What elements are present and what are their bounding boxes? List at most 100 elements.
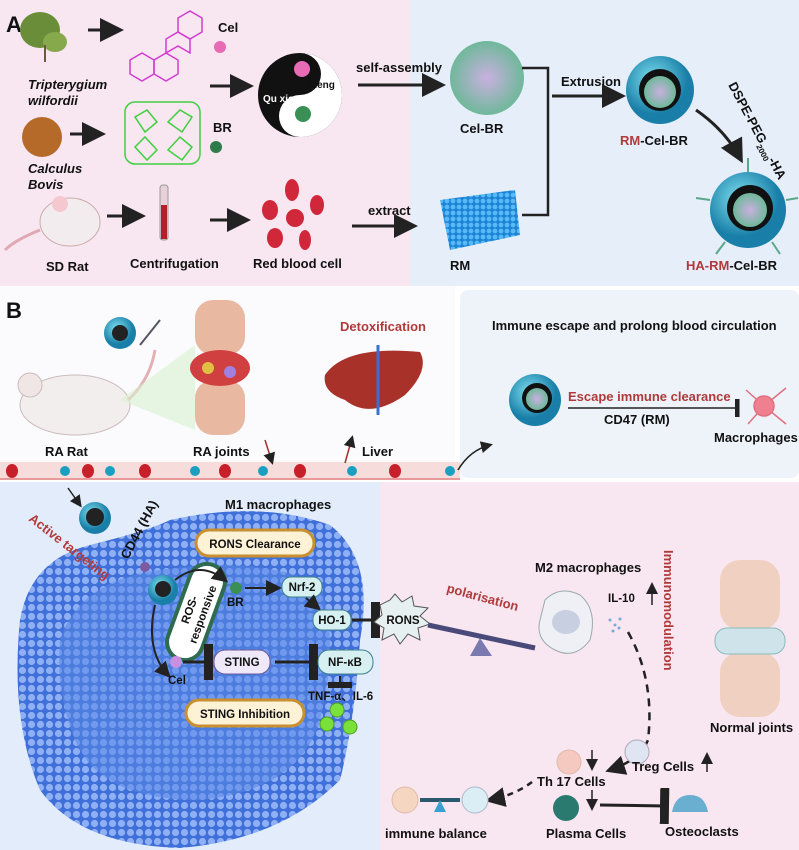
macrophage-icon bbox=[745, 387, 787, 425]
immune-escape-title: Immune escape and prolong blood circulat… bbox=[492, 318, 777, 333]
br-molecule-icon bbox=[230, 582, 242, 594]
rm-label: RM bbox=[450, 258, 470, 273]
cel-molecule-icon bbox=[170, 656, 182, 668]
extract-label: extract bbox=[368, 203, 411, 218]
rm-cel-br-label: RM-Cel-BR bbox=[620, 133, 688, 148]
il10-particles-icon bbox=[608, 617, 622, 633]
liver-label: Liver bbox=[362, 444, 393, 459]
br-sphere-icon bbox=[210, 141, 222, 153]
yin-yang-icon bbox=[258, 53, 342, 137]
normal-joint-icon bbox=[714, 560, 786, 717]
red-blood-cell-label: Red blood cell bbox=[253, 256, 342, 271]
seesaw-pivot-icon bbox=[470, 638, 492, 656]
rm-membrane-icon bbox=[440, 190, 520, 250]
nrf2-box bbox=[281, 576, 323, 598]
rat-icon bbox=[3, 196, 101, 252]
arrow bbox=[695, 108, 743, 164]
treg-cell-icon bbox=[624, 739, 650, 765]
cel-label: Cel bbox=[218, 20, 238, 35]
rons-label: RONS bbox=[386, 615, 420, 627]
ra-rat-label: RA Rat bbox=[45, 444, 89, 459]
cd47-label: CD47 (RM) bbox=[604, 412, 670, 427]
bovis-label: Bovis bbox=[28, 177, 63, 192]
cytokine-spheres-icon bbox=[319, 702, 358, 735]
osteoclasts-label: Osteoclasts bbox=[665, 824, 739, 839]
cd44-receptor-icon bbox=[140, 562, 150, 572]
m2-macrophage-icon bbox=[538, 590, 593, 654]
detoxification-label: Detoxification bbox=[340, 319, 426, 334]
rons-burst-icon bbox=[373, 593, 432, 645]
macrophages-label: Macrophages bbox=[714, 430, 798, 445]
blood-vessel bbox=[0, 462, 460, 480]
calculus-label: Calculus bbox=[28, 161, 82, 176]
extrusion-label: Extrusion bbox=[561, 74, 621, 89]
br-label: BR bbox=[213, 120, 232, 135]
arrow bbox=[457, 441, 493, 471]
arrow bbox=[151, 604, 171, 678]
self-assembly-label: self-assembly bbox=[356, 60, 443, 75]
nanoparticle-syringe-icon bbox=[104, 317, 161, 349]
rm-cel-br-nanoparticle-icon bbox=[626, 56, 694, 124]
celastrol-structure-icon bbox=[129, 10, 203, 82]
th17-cell-icon bbox=[556, 749, 582, 775]
nrf2-label: Nrf-2 bbox=[289, 582, 316, 594]
arrow bbox=[263, 439, 275, 465]
sting-label: STING bbox=[224, 657, 259, 669]
nanoparticle-in-cell-icon bbox=[148, 575, 178, 605]
treg-label: Treg Cells bbox=[632, 759, 694, 774]
osteoclast-icon bbox=[672, 795, 708, 812]
m2-macrophages-label: M2 macrophages bbox=[535, 560, 641, 575]
m1-interior bbox=[59, 565, 330, 800]
bilirubin-structure-icon bbox=[124, 101, 201, 165]
il10-label: IL-10 bbox=[608, 593, 635, 605]
br-label: BR bbox=[227, 597, 244, 609]
sting-inhibition-label: STING Inhibition bbox=[200, 709, 290, 721]
nfkb-label: NF-κB bbox=[328, 657, 362, 669]
seesaw-beam bbox=[427, 622, 536, 651]
arrow bbox=[174, 566, 229, 583]
wilfordii-label: wilfordii bbox=[28, 93, 78, 108]
qu-xie-label: Qu xie bbox=[263, 94, 294, 105]
escape-immune-clearance-label: Escape immune clearance bbox=[568, 389, 731, 404]
cel-br-nanoparticle-icon bbox=[450, 41, 524, 115]
centrifuge-tube-icon bbox=[159, 184, 169, 241]
rons-clearance-label: RONS Clearance bbox=[209, 539, 300, 551]
centrifugation-label: Centrifugation bbox=[130, 256, 219, 271]
dashed-arrow bbox=[605, 631, 651, 775]
ra-rat-icon bbox=[17, 349, 157, 436]
ha-rm-cel-br-nanoparticle-icon bbox=[509, 374, 561, 426]
dashed-arrow bbox=[485, 781, 533, 807]
normal-joints-label: Normal joints bbox=[710, 720, 793, 735]
rons-clearance-badge bbox=[194, 528, 316, 558]
cel-br-label: Cel-BR bbox=[460, 121, 504, 136]
zoom-cone bbox=[120, 345, 195, 430]
sd-rat-label: SD Rat bbox=[46, 259, 89, 274]
plasma-cells-label: Plasma Cells bbox=[546, 826, 626, 841]
cel-label: Cel bbox=[168, 675, 186, 687]
panel-b-label: B bbox=[6, 298, 22, 323]
calculus-bovis-icon bbox=[22, 117, 62, 157]
liver-icon bbox=[324, 345, 423, 415]
ra-joints-label: RA joints bbox=[193, 444, 250, 459]
immune-escape-box bbox=[460, 290, 799, 478]
immune-balance-icon bbox=[391, 786, 489, 814]
nfkb-box bbox=[317, 649, 374, 675]
tripterygium-plant-icon bbox=[20, 12, 67, 62]
ha-rm-cel-br-nanoparticle-icon bbox=[695, 158, 799, 255]
sting-box bbox=[213, 649, 271, 675]
panel-a-label: A bbox=[6, 12, 22, 37]
merge-bracket bbox=[522, 66, 550, 217]
arrow bbox=[343, 435, 356, 464]
plasma-cell-icon bbox=[553, 795, 579, 821]
sting-inhibition-badge bbox=[184, 698, 306, 728]
red-blood-cells-icon bbox=[262, 179, 324, 250]
ho1-box bbox=[312, 609, 352, 631]
inhibition-line bbox=[599, 787, 670, 825]
cel-sphere-icon bbox=[214, 41, 226, 53]
tripterygium-label: Tripterygium bbox=[28, 77, 108, 92]
fu-zheng-label: Fu zheng bbox=[291, 80, 335, 91]
arrow bbox=[67, 487, 82, 508]
ra-joint-icon bbox=[190, 300, 250, 435]
m1-macrophages-label: M1 macrophages bbox=[225, 497, 331, 512]
